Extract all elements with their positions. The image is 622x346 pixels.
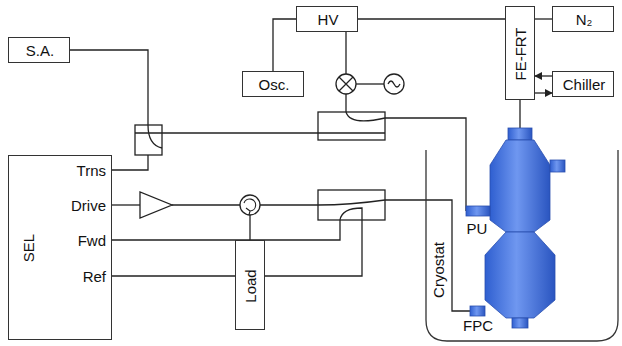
connector-line: [535, 18, 552, 19]
wire: [249, 215, 250, 240]
box-label: Load: [243, 269, 260, 302]
box-label: HV: [318, 12, 339, 29]
instrument-box: HV: [296, 6, 358, 32]
circulator-symbol: [240, 195, 260, 215]
directional-coupler: [318, 190, 385, 220]
tuner-box: FE-FRT: [505, 6, 535, 100]
coupler-line: [318, 112, 385, 133]
port-label: Fwd: [78, 233, 106, 250]
cryostat-outline: Cryostat: [425, 150, 619, 342]
supply-box: Chiller: [552, 71, 614, 97]
port-label: Trns: [77, 163, 106, 180]
pickup-port: [466, 206, 490, 216]
directional-coupler: [318, 112, 385, 140]
cavity-upper-cell: [490, 140, 550, 232]
wire: [172, 204, 240, 205]
coupler-line: [318, 200, 385, 220]
wire: [112, 204, 140, 205]
mixer-symbol: [336, 74, 356, 94]
box-label: S.A.: [26, 43, 54, 60]
cavity-lower-cell: [485, 232, 555, 318]
load-box: Load: [235, 240, 265, 330]
coupler-body: [318, 112, 385, 140]
coupler-body: [318, 190, 385, 220]
mixer-cross: [339, 77, 353, 91]
cavity-side-port: [550, 160, 565, 172]
wire: [162, 132, 318, 133]
coupler-body: [135, 125, 162, 155]
box-label: FE-FRT: [513, 27, 530, 80]
wire: [356, 83, 384, 84]
wire: [112, 220, 340, 240]
circulator-body: [240, 195, 260, 215]
instrument-box: S.A.: [8, 37, 70, 63]
wire: [519, 100, 520, 128]
cavity-bottom-pipe: [512, 318, 528, 328]
connector-arrow: [535, 92, 552, 93]
oscillator-wave: [388, 81, 400, 87]
cavity: [466, 128, 565, 328]
wire: [70, 50, 148, 125]
cryostat-wall-line: [426, 150, 618, 341]
amplifier-symbol: [140, 192, 172, 218]
part-label: FPC: [463, 318, 493, 335]
mixer-body: [336, 74, 356, 94]
circulator-arrow: [244, 199, 256, 211]
wire: [345, 32, 346, 74]
circulator-arrowhead: [246, 208, 250, 215]
oscillator-body: [384, 74, 404, 94]
part-label: PU: [467, 221, 488, 238]
directional-coupler: [135, 125, 162, 155]
box-label: Cryostat: [431, 242, 448, 298]
cryostat-wall: [425, 150, 619, 342]
coupler-port: [470, 306, 485, 316]
port-label: Ref: [83, 269, 106, 286]
controller-box: SEL TrnsDriveFwdRef: [8, 155, 112, 340]
wire: [345, 94, 346, 112]
box-label: Osc.: [259, 77, 290, 94]
instrument-box: Osc.: [242, 71, 304, 97]
box-label: N₂: [576, 12, 593, 29]
port-label: Drive: [71, 198, 106, 215]
coupler-line: [135, 125, 162, 148]
cavity-flange: [508, 128, 532, 140]
wire: [112, 155, 148, 170]
connector-line: [358, 18, 505, 19]
wire: [385, 200, 470, 311]
supply-box: N₂: [552, 6, 614, 32]
connector-line: [273, 19, 296, 71]
oscillator-symbol: [384, 74, 404, 94]
connector-arrow: [535, 75, 552, 76]
box-label: Chiller: [563, 77, 606, 94]
title: SEL: [21, 234, 38, 262]
wire: [260, 204, 318, 205]
